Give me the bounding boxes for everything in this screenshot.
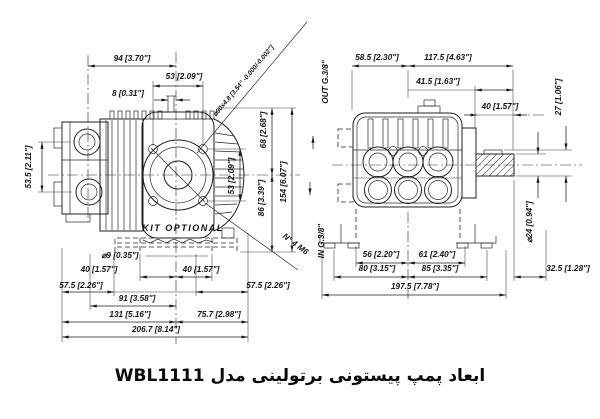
dim-91: 91 [3.58"] xyxy=(119,294,156,303)
dim-53-top: 53 [2.09"] xyxy=(166,72,203,81)
dim-56: 56 [2.20"] xyxy=(363,250,400,259)
kit-optional-rail: KIT OPTIONAL xyxy=(114,223,238,252)
front-view: OUT G.3/8" IN G.3/8" 58.5 [2.30"] 117.5 … xyxy=(308,53,590,300)
pump-head xyxy=(337,99,477,208)
dim-40-front: 40 [1.57"] xyxy=(481,102,519,111)
caption-title: ابعاد پمپ پیستونی برتولینی مدل WBL1111 xyxy=(114,366,486,386)
dim-57L: 57.5 [2.26"] xyxy=(59,281,103,290)
dim-206-7: 206.7 [8.14"] xyxy=(131,325,180,334)
out-port-label: OUT G.3/8" xyxy=(321,60,330,104)
dim-80: 80 [3.15"] xyxy=(359,264,396,273)
mounting-brackets xyxy=(319,209,497,249)
side-view: KIT OPTIONAL 94 [3.70"] 53 [2.09"] 8 [0.… xyxy=(24,21,310,344)
dim-32-5: 32.5 [1.28"] xyxy=(546,264,590,273)
dim-8: 8 [0.31"] xyxy=(112,89,144,98)
dim-40R: 40 [1.57"] xyxy=(182,265,220,274)
dim-53-right: 53 [2.09"] xyxy=(227,157,236,194)
side-view-top-dims: 94 [3.70"] 53 [2.09"] 8 [0.31"] xyxy=(88,54,204,146)
dim-85: 85 [3.35"] xyxy=(422,264,459,273)
dim-131: 131 [5.16"] xyxy=(109,310,150,319)
dim-40L: 40 [1.57"] xyxy=(80,265,118,274)
dim-57R: 57.5 [2.26"] xyxy=(246,281,290,290)
dim-24: ⌀24 [0.94"] xyxy=(525,201,534,243)
front-view-bottom-dims: 56 [2.20"] 61 [2.40"] 80 [3.15"] 85 [3.3… xyxy=(321,180,590,299)
dim-94: 94 [3.70"] xyxy=(114,54,151,63)
side-view-left-dim: 53.5 [2.11"] xyxy=(24,141,72,193)
front-view-top-dims: 58.5 [2.30"] 117.5 [4.63"] 41.5 [1.63"] … xyxy=(351,53,544,150)
bell-housing xyxy=(213,118,245,239)
dim-75-7: 75.7 [2.98"] xyxy=(197,310,241,319)
dim-86: 86 [3.39"] xyxy=(257,179,266,216)
drive-shaft xyxy=(475,149,515,177)
technical-drawing: KIT OPTIONAL 94 [3.70"] 53 [2.09"] 8 [0.… xyxy=(24,21,590,344)
top-fins xyxy=(108,95,215,120)
dim-n4m6: N° 4 M6 xyxy=(281,231,310,256)
flange-diameter-leader: ⌀90x4.8 [3.54" -0.000/-0.002"] xyxy=(196,21,308,154)
side-view-right-dims: 53 [2.09"] 68 [2.68"] 86 [3.39"] 154 [6.… xyxy=(208,107,296,253)
dim-flange-dia: ⌀90x4.8 [3.54" -0.000/-0.002"] xyxy=(212,44,276,118)
shaft-dims: 27 [1.06"] ⌀24 [0.94"] xyxy=(504,78,572,243)
port-labels: OUT G.3/8" IN G.3/8" xyxy=(308,60,330,258)
dim-61: 61 [2.40"] xyxy=(419,250,456,259)
dim-68: 68 [2.68"] xyxy=(259,111,268,148)
dim-117-5: 117.5 [4.63"] xyxy=(424,53,472,62)
dim-hole9: ⌀9 [0.35"] xyxy=(101,251,138,260)
dim-27: 27 [1.06"] xyxy=(554,78,563,116)
dim-197-5: 197.5 [7.78"] xyxy=(391,282,439,291)
side-view-bottom-dims: ⌀9 [0.35"] 40 [1.57"] 40 [1.57"] 57.5 [2… xyxy=(59,233,290,342)
kit-optional-label: KIT OPTIONAL xyxy=(142,223,224,233)
in-port-label: IN G.3/8" xyxy=(317,224,326,258)
dim-58-5: 58.5 [2.30"] xyxy=(355,53,399,62)
dim-53-5: 53.5 [2.11"] xyxy=(24,145,33,188)
dim-154: 154 [6.07"] xyxy=(279,161,288,202)
dim-41-5: 41.5 [1.63"] xyxy=(415,77,460,86)
